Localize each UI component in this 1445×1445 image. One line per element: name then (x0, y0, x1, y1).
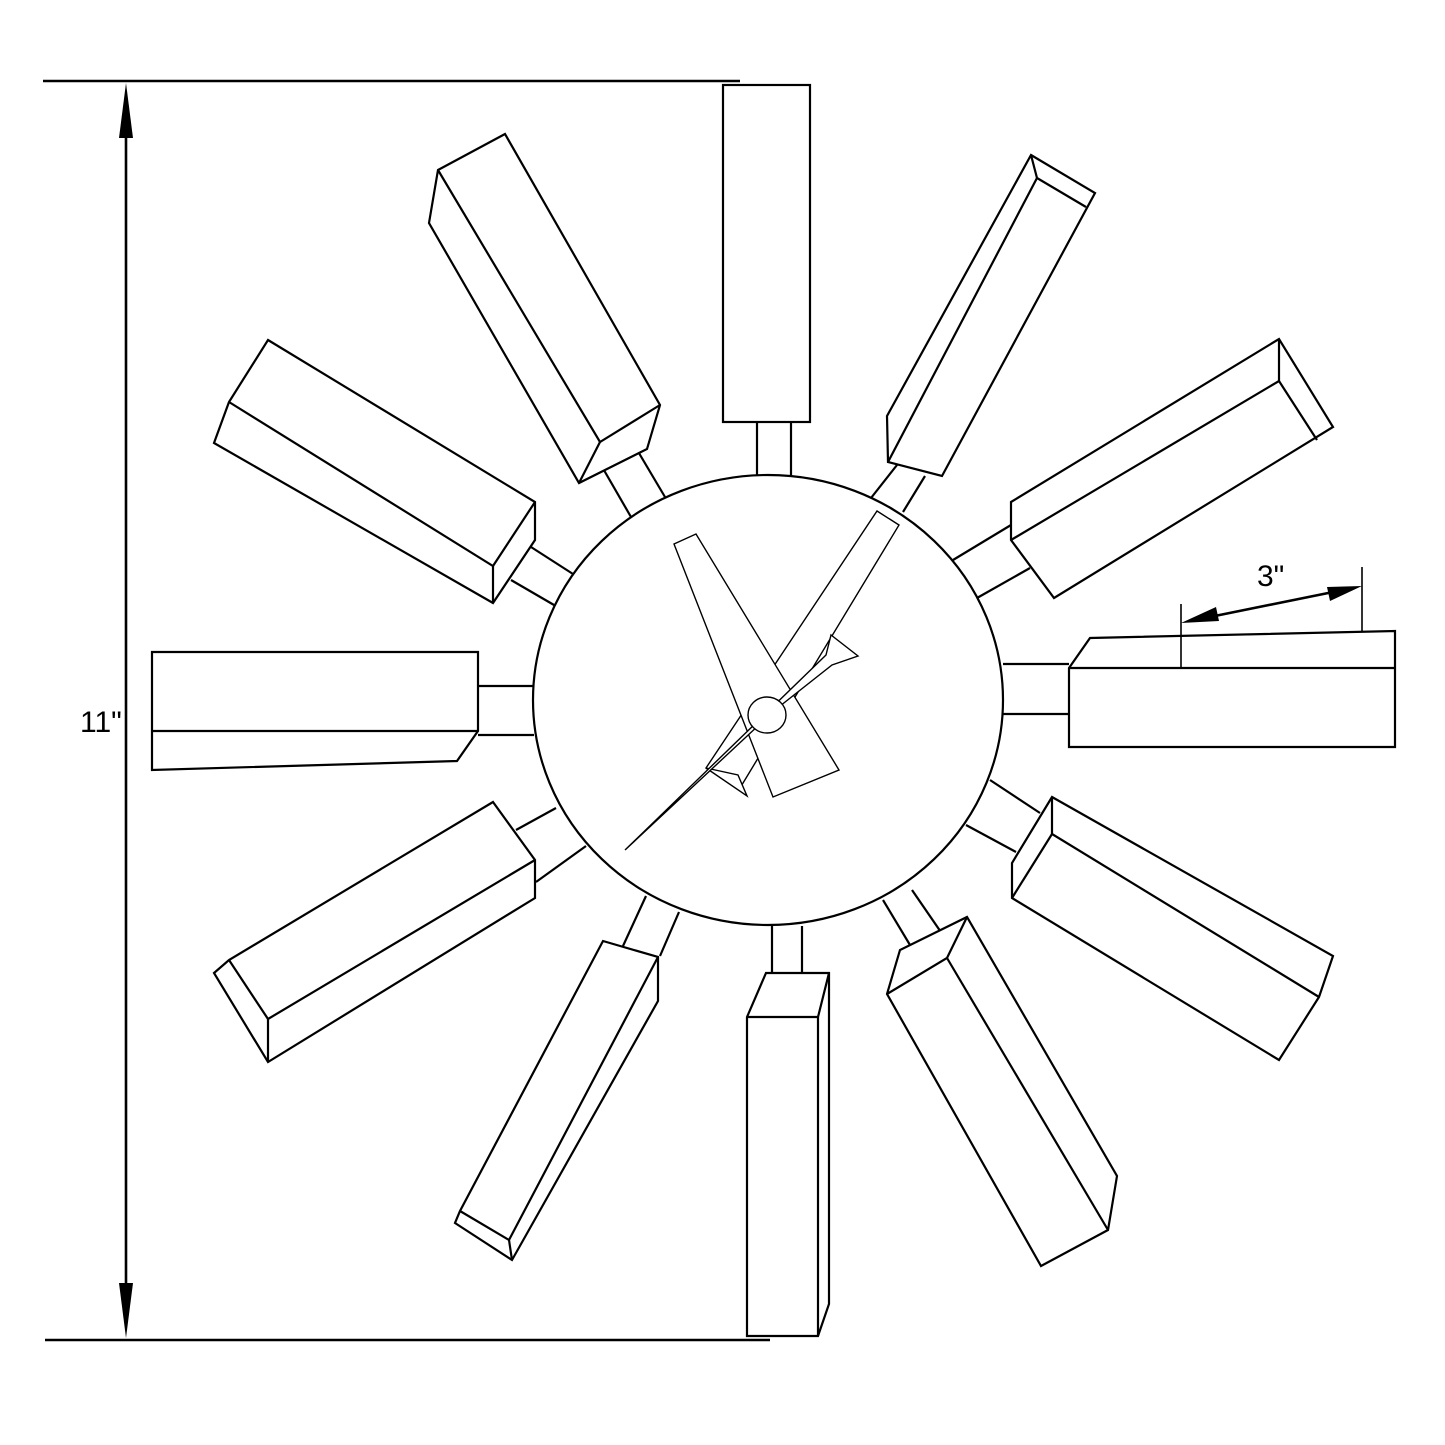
spoke-3 (1067, 629, 1397, 749)
arrow-up-icon (119, 83, 133, 138)
spoke-12 (721, 83, 812, 424)
spoke-length-label: 3" (1257, 560, 1285, 593)
arrow-left-icon (1181, 607, 1219, 623)
center-hub (747, 696, 787, 734)
spoke-4 (1010, 795, 1335, 1062)
arrow-down-icon (119, 1283, 133, 1338)
height-label: 11" (80, 706, 122, 739)
spoke-dimension-line (1199, 588, 1344, 621)
hour-hand (673, 533, 841, 798)
arrow-right-icon (1327, 586, 1362, 601)
height-dimension (43, 79, 770, 1342)
spoke-9 (150, 650, 480, 772)
spoke-bars (150, 83, 1397, 1338)
spoke-11 (427, 132, 662, 485)
spoke-7 (453, 939, 660, 1262)
spoke-5 (885, 915, 1119, 1268)
clock-hands (624, 510, 900, 851)
spoke-8 (212, 800, 537, 1064)
spoke-length-dimension (1180, 567, 1363, 668)
spoke-1 (885, 153, 1097, 478)
spoke-10 (212, 338, 537, 605)
spoke-2 (1009, 337, 1335, 600)
spoke-6 (745, 971, 831, 1338)
minute-hand-tail (705, 767, 749, 798)
